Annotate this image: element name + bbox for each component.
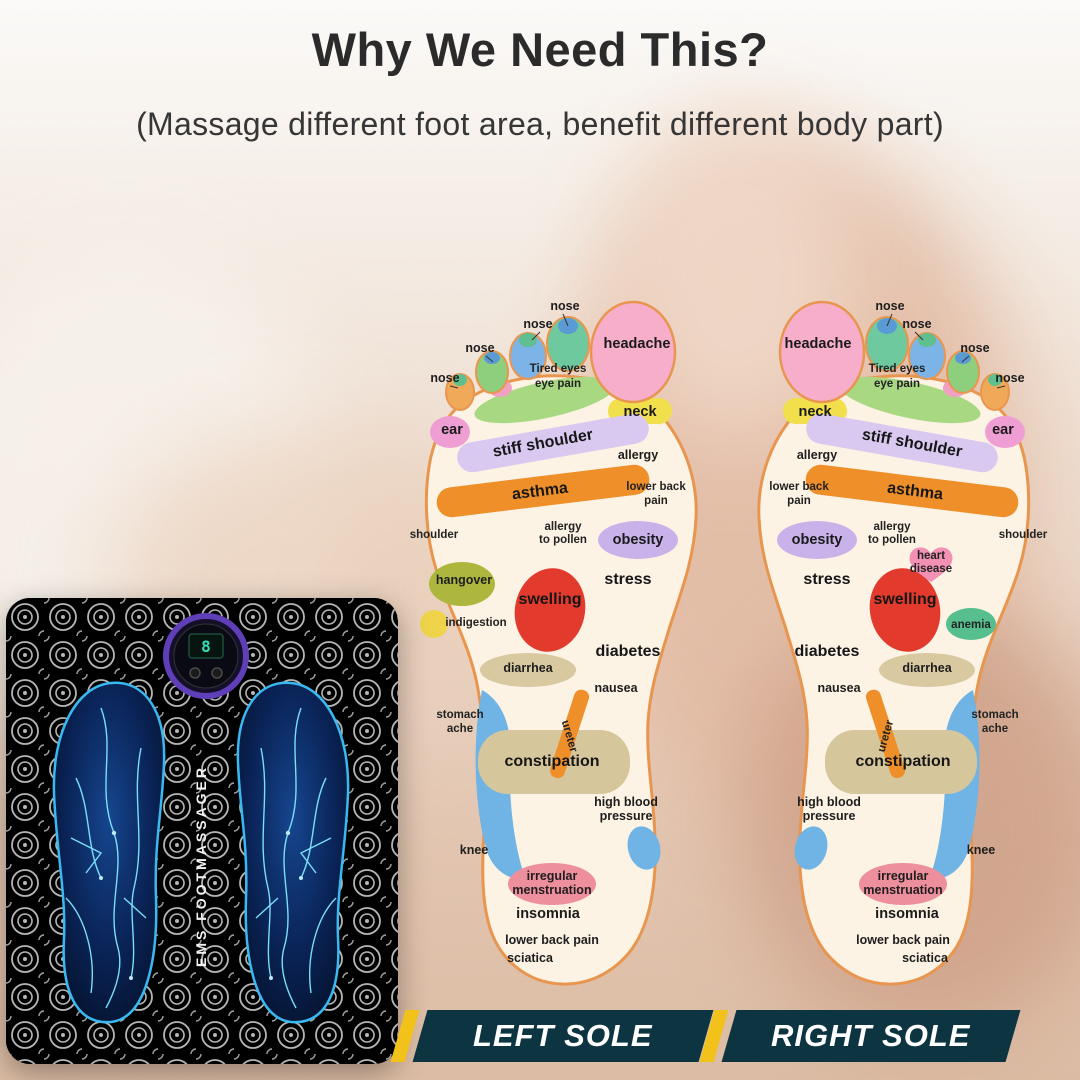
- device-display: 8: [201, 637, 211, 656]
- label-stomach: stomach: [436, 709, 483, 721]
- label-obesity: obesity: [792, 532, 843, 548]
- label-nose: nose: [550, 299, 579, 313]
- label-allergy-pollen: allergy: [873, 521, 911, 533]
- label-tired-eyes: Tired eyes: [530, 363, 587, 375]
- label-ear: ear: [992, 422, 1014, 438]
- label-stomach-ache: ache: [447, 723, 473, 735]
- nose-pointer-lines: [886, 313, 1006, 389]
- label-menstruation: menstruation: [512, 883, 591, 897]
- label-insomnia: insomnia: [875, 906, 940, 922]
- device-button-plus: [211, 667, 223, 679]
- label-diarrhea: diarrhea: [902, 661, 952, 675]
- label-diabetes: diabetes: [596, 643, 661, 660]
- label-irregular: irregular: [527, 869, 578, 883]
- product-right-foot: [236, 681, 350, 1024]
- page-title: Why We Need This?: [311, 23, 769, 76]
- label-menstruation: menstruation: [863, 883, 942, 897]
- zone-hangover: [429, 562, 495, 606]
- label-high-blood: high blood: [594, 795, 658, 809]
- label-nausea: nausea: [817, 681, 861, 695]
- nose-pointer-lines: [449, 313, 569, 389]
- label-eye-pain: eye pain: [874, 378, 920, 390]
- product-graphic: EMS FOOTMASSAGER 8: [6, 598, 398, 1064]
- label-lower-back-pain: pain: [787, 495, 811, 507]
- label-heart: heart: [917, 550, 945, 562]
- label-allergy: allergy: [618, 448, 658, 462]
- label-lower-back-pain-bottom: lower back pain: [856, 933, 950, 947]
- label-lower-back: lower back: [769, 481, 829, 493]
- label-allergy: allergy: [797, 448, 837, 462]
- label-irregular: irregular: [878, 869, 929, 883]
- label-stomach-ache: ache: [982, 723, 1008, 735]
- label-lower-back-pain: pain: [644, 495, 668, 507]
- label-pressure: pressure: [600, 809, 653, 823]
- label-allergy-pollen: allergy: [544, 521, 582, 533]
- label-asthma: asthma: [886, 480, 944, 504]
- label-neck: neck: [623, 404, 657, 420]
- label-nose: nose: [995, 371, 1024, 385]
- label-lower-back: lower back: [626, 481, 686, 493]
- label-nose: nose: [465, 341, 494, 355]
- label-sciatica: sciatica: [902, 951, 949, 965]
- label-asthma: asthma: [511, 480, 569, 504]
- label-stomach: stomach: [971, 709, 1018, 721]
- label-diarrhea: diarrhea: [503, 661, 553, 675]
- label-nose: nose: [960, 341, 989, 355]
- label-nose: nose: [430, 371, 459, 385]
- label-shoulder: shoulder: [999, 529, 1048, 541]
- label-headache: headache: [785, 336, 852, 352]
- label-allergy-pollen-2: to pollen: [539, 534, 587, 546]
- label-nausea: nausea: [594, 681, 638, 695]
- label-swelling: swelling: [518, 591, 581, 608]
- label-headache: headache: [604, 336, 671, 352]
- product-left-foot: [52, 681, 166, 1024]
- right-sole-banner: RIGHT SOLE: [721, 1010, 1021, 1062]
- device-screen: [188, 633, 224, 659]
- label-nose: nose: [523, 317, 552, 331]
- label-pressure: pressure: [803, 809, 856, 823]
- label-stress: stress: [803, 571, 850, 588]
- device-button-minus: [189, 667, 201, 679]
- label-hangover: hangover: [436, 573, 492, 587]
- page-subtitle: (Massage different foot area, benefit di…: [136, 106, 944, 142]
- zone-heart-disease: [909, 547, 953, 582]
- left-sole-diagram: nose nose nose nose headache Tired eyes …: [410, 299, 698, 986]
- label-knee: knee: [967, 843, 996, 857]
- label-nose: nose: [902, 317, 931, 331]
- label-allergy-pollen-2: to pollen: [868, 534, 916, 546]
- label-obesity: obesity: [613, 532, 664, 548]
- label-high-blood: high blood: [797, 795, 861, 809]
- label-shoulder: shoulder: [410, 529, 459, 541]
- left-sole-banner-label: LEFT SOLE: [473, 1018, 653, 1053]
- label-sciatica: sciatica: [507, 951, 554, 965]
- label-stress: stress: [604, 571, 651, 588]
- label-nose: nose: [875, 299, 904, 313]
- label-knee: knee: [460, 843, 489, 857]
- right-sole-diagram: nose nose nose nose headache Tired eyes …: [757, 299, 1048, 986]
- label-insomnia: insomnia: [516, 906, 581, 922]
- control-device: 8: [163, 613, 249, 699]
- label-indigestion: indigestion: [445, 617, 506, 629]
- label-heart-disease: disease: [910, 563, 952, 575]
- label-swelling: swelling: [873, 591, 936, 608]
- label-diabetes: diabetes: [795, 643, 860, 660]
- label-neck: neck: [798, 404, 832, 420]
- left-sole-banner: LEFT SOLE: [412, 1010, 714, 1062]
- brand-text: EMS FOOTMASSAGER: [193, 765, 209, 967]
- product-image: EMS FOOTMASSAGER 8: [6, 598, 398, 1064]
- label-eye-pain: eye pain: [535, 378, 581, 390]
- label-constipation: constipation: [855, 753, 950, 770]
- label-lower-back-pain-bottom: lower back pain: [505, 933, 599, 947]
- zone-anemia: [946, 608, 996, 640]
- label-anemia: anemia: [951, 619, 991, 631]
- label-ear: ear: [441, 422, 463, 438]
- label-constipation: constipation: [504, 753, 599, 770]
- label-tired-eyes: Tired eyes: [869, 363, 926, 375]
- right-sole-banner-label: RIGHT SOLE: [771, 1018, 971, 1053]
- zone-indigestion: [420, 610, 448, 638]
